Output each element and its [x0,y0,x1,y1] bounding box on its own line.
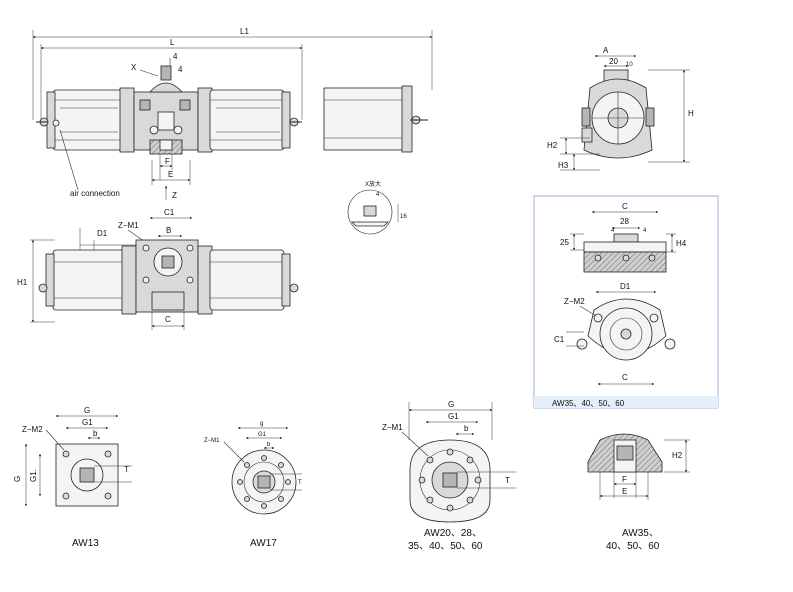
caption-aw35-line1: AW35、 [622,528,659,539]
dim-H3: H3 [558,161,569,170]
air-connection-label: air connection [70,189,120,198]
aw13-dim-b: b [93,429,98,438]
dim-H: H [688,109,694,118]
dim-X: X [131,63,137,72]
caption-aw20-line1: AW20、28、 [424,528,482,539]
aw20-dim-G1: G1 [448,412,459,421]
aw17-dim-b: b [267,442,271,448]
aw17-dim-G1: G1 [258,432,267,438]
dim-C1b: C1 [554,335,565,344]
aw13-dim-T: T [124,465,129,474]
dim-A: A [603,46,609,55]
dim-C1: C1 [164,208,175,217]
dim-E: E [168,170,173,179]
dim-H1: H1 [17,278,28,287]
dim-4-top: 4 [173,52,178,61]
dim-25: 25 [560,238,569,247]
dim-28: 28 [620,217,629,226]
dim-Z: Z [172,191,177,200]
caption-aw35-line2: 40、50、60 [606,541,660,552]
side-view: A 20 10 H H2 H3 [547,46,694,171]
dim-ZM2: Z−M2 [564,297,585,306]
dim-C: C [165,315,171,324]
aw20-dim-ZM1: Z−M1 [382,423,403,432]
aw20-dim-T: T [505,476,510,485]
aw20-dim-G: G [448,400,454,409]
caption-aw20-line2: 35、40、50、60 [408,541,483,552]
box-caption: AW35、40、50、60 [552,399,625,408]
dim-4-side: 4 [178,65,183,74]
aw13-dim-G1: G1 [82,418,93,427]
aw13-dim-G-side: G [13,476,22,482]
dim-L1: L1 [240,27,249,36]
aw20-dim-b: b [464,424,469,433]
front-view: L1 L 4 4 X [32,27,433,200]
x-detail-view: X放大 4 16 [347,180,407,235]
dim-F: F [165,157,170,166]
dim-B: B [166,226,171,235]
dim-20: 20 [609,57,618,66]
aw17-dim-g: g [260,421,263,427]
aw17-flange: g G1 b Z−M1 T AW17 [204,421,302,549]
dim-10: 10 [626,62,633,68]
aw13-dim-G1-side: G1. [29,469,38,482]
aw13-dim-G: G [84,406,90,415]
aw17-dim-ZM1: Z−M1 [204,438,220,444]
dim-C-bot: C [622,373,628,382]
dim-4-a: 4 [611,228,615,234]
top-view: H1 D1 D C1 B Z−M1 [17,208,299,330]
x-detail-4: 4 [376,192,380,198]
aw35-dim-H2: H2 [672,451,683,460]
aw13-dim-ZM2: Z−M2 [22,425,43,434]
dim-L: L [170,38,175,47]
dim-D1: D1 [97,229,108,238]
dim-4-b: 4 [643,228,647,234]
caption-aw13: AW13 [72,538,99,549]
aw17-dim-T: T [298,480,302,486]
aw35-dim-E: E [622,487,627,496]
dim-C-top: C [622,202,628,211]
aw13-flange: G G1 b Z−M2 G G1. T AW13 [13,406,132,549]
aw35-dim-F: F [622,475,627,484]
dim-H2: H2 [547,141,558,150]
x-detail-16: 16 [400,214,407,220]
boxed-detail-aw35: AW35、40、50、60 C 28 4 4 25 H4 D1 Z−M2 [533,195,719,409]
x-detail-label: X放大 [365,180,381,188]
aw20-flange: G G1 b Z−M1 T AW20、28、 35、40、50、60 [382,400,516,552]
dim-ZM1: Z−M1 [118,221,139,230]
caption-aw17: AW17 [250,538,277,549]
dim-H4: H4 [676,239,687,248]
aw35-section: H2 F E AW35、 40、50、60 [587,433,690,552]
dim-D1b: D1 [620,282,631,291]
